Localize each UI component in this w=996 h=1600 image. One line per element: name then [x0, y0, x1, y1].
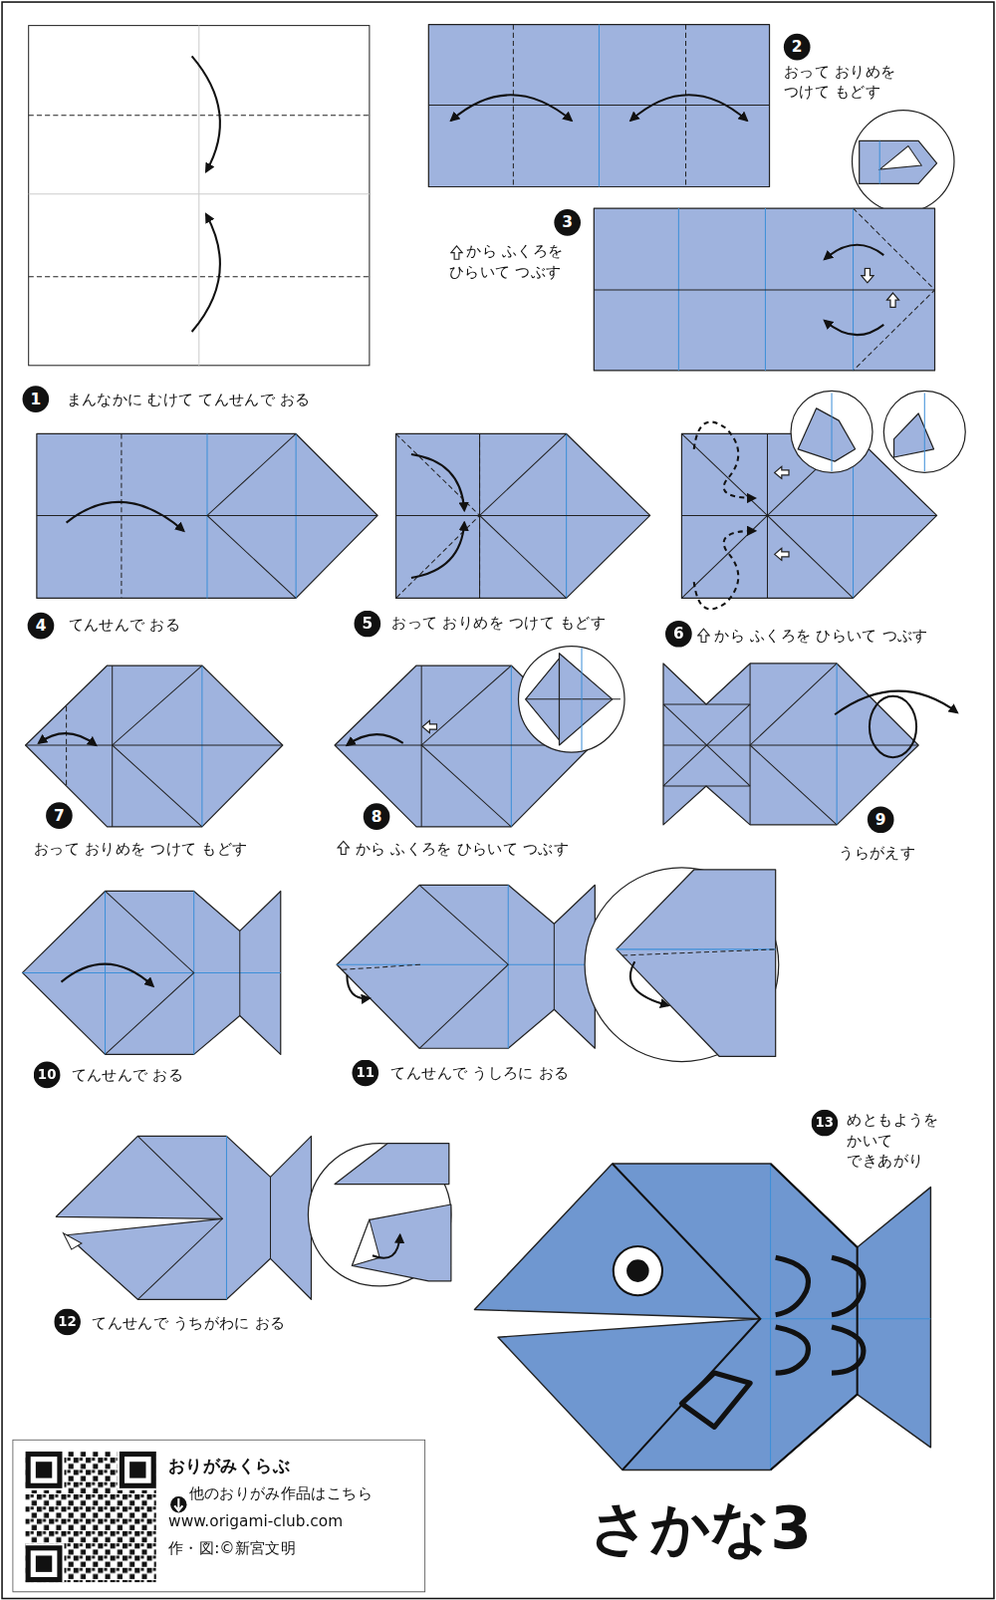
step-number: 7 [45, 801, 73, 829]
footer-text: www.origami-club.com [168, 1508, 417, 1532]
footer-text: 他のおりがみ作品はこちら [168, 1482, 417, 1505]
step-number: 12 [53, 1308, 81, 1336]
step-number: 3 [553, 209, 581, 237]
title: さかな3 [589, 1492, 812, 1564]
step-number: 4 [27, 612, 55, 640]
step-instruction: おって おりめを つけて もどす [783, 60, 927, 102]
step-number: 8 [363, 802, 391, 830]
open-icon [337, 840, 349, 854]
step-instruction: てんせんで うちがわに おる [91, 1312, 357, 1333]
open-icon [698, 628, 710, 642]
step-instruction: から ふくろを ひらいて つぶす [355, 837, 621, 858]
step-instruction: から ふくろを ひらいて つぶす [449, 241, 582, 282]
step-number: 10 [33, 1061, 61, 1089]
step-instruction: めともようを かいて できあがり [846, 1109, 960, 1171]
step-instruction: まんなかに むけて てんせんで おる [66, 388, 414, 409]
step-number: 2 [783, 33, 811, 61]
step-instruction: てんせんで おる [68, 614, 273, 635]
footer-text: 作・図:©新宮文明 [168, 1536, 417, 1560]
step-number: 9 [867, 805, 895, 833]
step-instruction: おって おりめを つけて もどす [33, 837, 320, 858]
step-number: 6 [665, 620, 693, 648]
step-number: 13 [811, 1109, 839, 1137]
footer-box: おりがみくらぶ他のおりがみ作品はこちら www.origami-club.com 作… [11, 1439, 426, 1593]
step-instruction: てんせんで うしろに おる [390, 1062, 636, 1083]
step-instruction: から ふくろを ひらいて つぶす [714, 625, 991, 646]
step-number: 1 [22, 385, 50, 413]
step-instruction: おって おりめを つけて もどす [391, 612, 678, 633]
step-number: 11 [351, 1059, 379, 1087]
site-name: おりがみくらぶ [168, 1454, 417, 1478]
step-instruction: てんせんで おる [71, 1064, 276, 1085]
step-instruction: うらがえす [838, 841, 962, 862]
step-number: 5 [354, 610, 382, 638]
